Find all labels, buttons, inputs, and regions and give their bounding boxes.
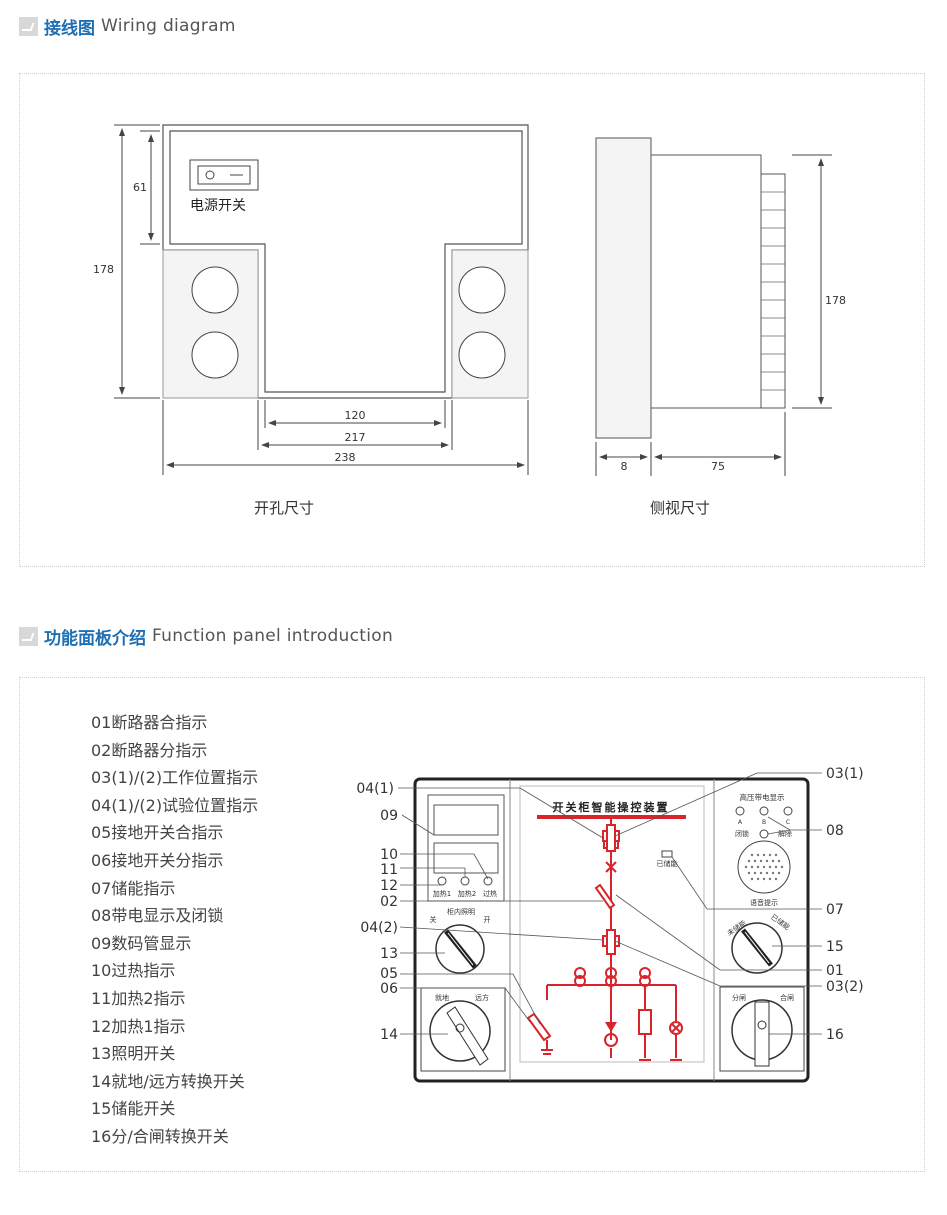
legend-item: 04(1)/(2)试验位置指示 <box>91 795 259 815</box>
section-title-cn: 功能面板介绍 <box>44 628 146 649</box>
legend-item: 06接地开关分指示 <box>91 850 224 870</box>
power-switch-label: 电源开关 <box>190 198 246 214</box>
legend-item: 07储能指示 <box>91 878 176 898</box>
dim-238: 238 <box>335 451 356 464</box>
legend-item: 14就地/远方转换开关 <box>91 1071 245 1091</box>
legend-item: 13照明开关 <box>91 1044 176 1064</box>
hole-right-bottom <box>458 331 506 379</box>
section-title-en: Function panel introduction <box>152 626 394 646</box>
legend-list: 01断路器合指示 02断路器分指示 03(1)/(2)工作位置指示 04(1)/… <box>91 709 258 1151</box>
function-panel-box <box>19 677 925 1172</box>
legend-item: 09数码管显示 <box>91 933 192 953</box>
legend-item: 10过热指示 <box>91 961 176 981</box>
side-body <box>650 154 762 409</box>
section-arrow-icon <box>19 16 38 36</box>
cutout-caption: 开孔尺寸 <box>254 499 314 517</box>
side-dim-75: 75 <box>711 460 725 473</box>
section-header-panel: 功能面板介绍 Function panel introduction <box>19 625 394 649</box>
dim-61: 61 <box>133 181 147 194</box>
side-caption: 侧视尺寸 <box>650 499 710 517</box>
side-front-plate <box>595 137 652 439</box>
legend-item: 03(1)/(2)工作位置指示 <box>91 768 259 788</box>
hole-left-top <box>191 266 239 314</box>
section-arrow-icon <box>19 626 38 646</box>
legend-item: 05接地开关合指示 <box>91 823 224 843</box>
side-terminal-block <box>760 173 786 409</box>
legend-item: 16分/合闸转换开关 <box>91 1126 229 1146</box>
section-title-cn: 接线图 <box>44 18 95 39</box>
hole-left-bottom <box>191 331 239 379</box>
dim-217: 217 <box>345 431 366 444</box>
legend-item: 15储能开关 <box>91 1099 176 1119</box>
legend-item: 11加热2指示 <box>91 988 186 1008</box>
legend-item: 01断路器合指示 <box>91 713 208 732</box>
hole-right-top <box>458 266 506 314</box>
side-dim-178: 178 <box>825 294 846 307</box>
section-title-en: Wiring diagram <box>101 16 236 36</box>
legend-item: 02断路器分指示 <box>91 740 208 760</box>
legend-item: 08带电显示及闭锁 <box>91 906 224 926</box>
side-dim-8: 8 <box>621 460 628 473</box>
dim-120: 120 <box>345 409 366 422</box>
section-header-wiring: 接线图 Wiring diagram <box>19 15 236 39</box>
dim-178: 178 <box>93 263 114 276</box>
cutout-inner-outline <box>169 130 523 393</box>
wiring-diagram-panel <box>19 73 925 567</box>
wiring-diagram: 电源开关 178 61 120 217 238 开孔尺寸 <box>93 124 846 517</box>
legend-item: 12加热1指示 <box>91 1016 186 1036</box>
